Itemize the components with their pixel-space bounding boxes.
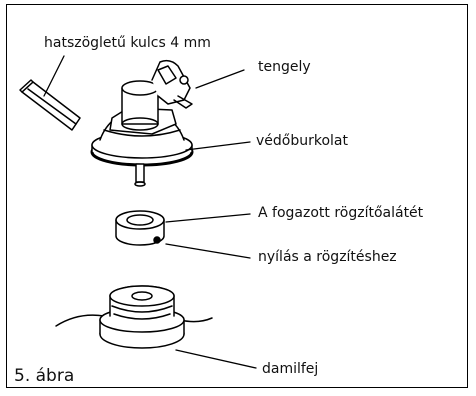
label-hole: nyílás a rögzítéshez bbox=[258, 249, 397, 265]
figure-frame bbox=[6, 4, 468, 388]
label-hex-key: hatszögletű kulcs 4 mm bbox=[44, 35, 211, 51]
figure-caption: 5. ábra bbox=[14, 366, 75, 386]
label-washer: A fogazott rögzítőalátét bbox=[258, 205, 424, 221]
label-shaft: tengely bbox=[258, 59, 311, 75]
leader-lines bbox=[43, 55, 257, 369]
label-guard: védőburkolat bbox=[256, 133, 348, 149]
hex-key-illustration bbox=[19, 79, 81, 131]
trimmer-head-illustration bbox=[55, 285, 213, 349]
washer-illustration bbox=[115, 210, 165, 246]
label-head: damilfej bbox=[262, 361, 319, 377]
guard-shaft-illustration bbox=[90, 59, 194, 187]
